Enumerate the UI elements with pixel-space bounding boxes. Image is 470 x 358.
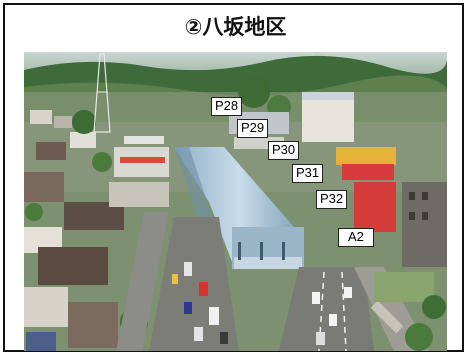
pier-label-p32: P32 bbox=[316, 190, 348, 209]
figure-frame: ②八坂地区 bbox=[3, 3, 464, 352]
pier-label-p29: P29 bbox=[237, 119, 269, 138]
figure-title: ②八坂地区 bbox=[184, 15, 287, 39]
abutment-label-a2: A2 bbox=[338, 228, 374, 247]
pier-label-p28: P28 bbox=[211, 97, 243, 116]
pier-label-p30: P30 bbox=[268, 141, 300, 160]
pier-label-p31: P31 bbox=[292, 164, 324, 183]
